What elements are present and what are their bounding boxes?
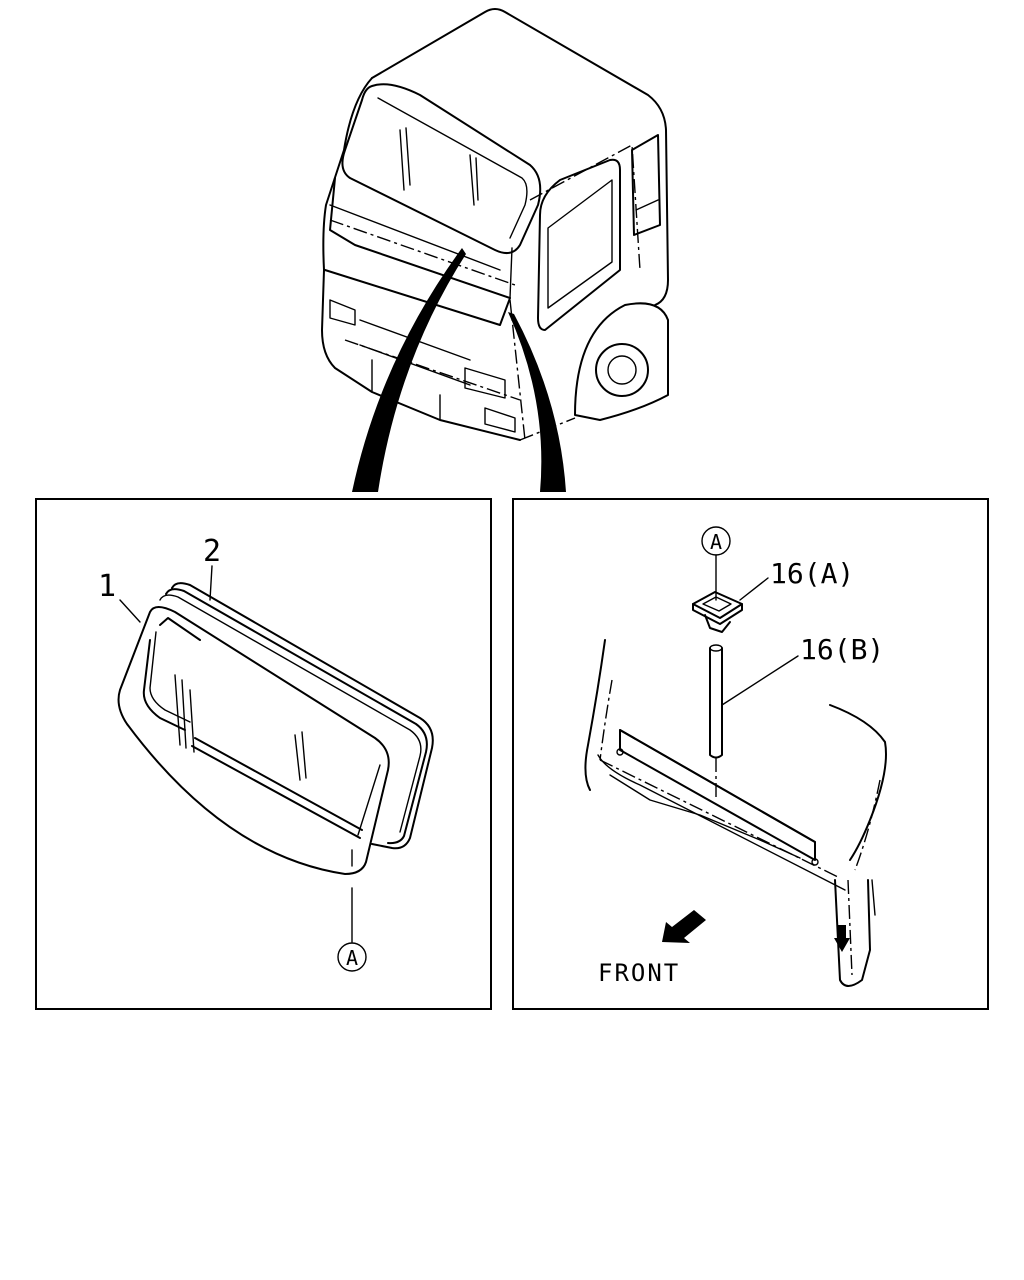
callout-part-16b: 16(B) xyxy=(800,633,884,666)
windshield-glass-illustration xyxy=(117,582,434,875)
leader-line-part-2 xyxy=(209,565,213,601)
leader-line-part-16b xyxy=(721,655,799,706)
callout-ref-a-left: A xyxy=(346,946,358,970)
callout-part-1: 1 xyxy=(98,569,116,604)
front-direction-label: FRONT xyxy=(598,959,680,987)
left-detail-panel xyxy=(35,498,492,1010)
callout-part-2: 2 xyxy=(203,534,221,569)
cowl-drain-illustration xyxy=(584,591,887,987)
callout-ref-a-right: A xyxy=(710,530,722,554)
leader-line-part-1 xyxy=(119,599,141,623)
leader-wedge-right xyxy=(508,312,566,492)
callout-part-16a: 16(A) xyxy=(770,557,854,590)
right-detail-panel xyxy=(512,498,989,1010)
leader-line-part-16a xyxy=(739,577,769,601)
front-arrow-icon xyxy=(662,910,706,943)
truck-cab-illustration xyxy=(321,8,669,441)
ref-a-circle-left xyxy=(337,942,367,972)
leader-wedge-left xyxy=(352,248,466,492)
